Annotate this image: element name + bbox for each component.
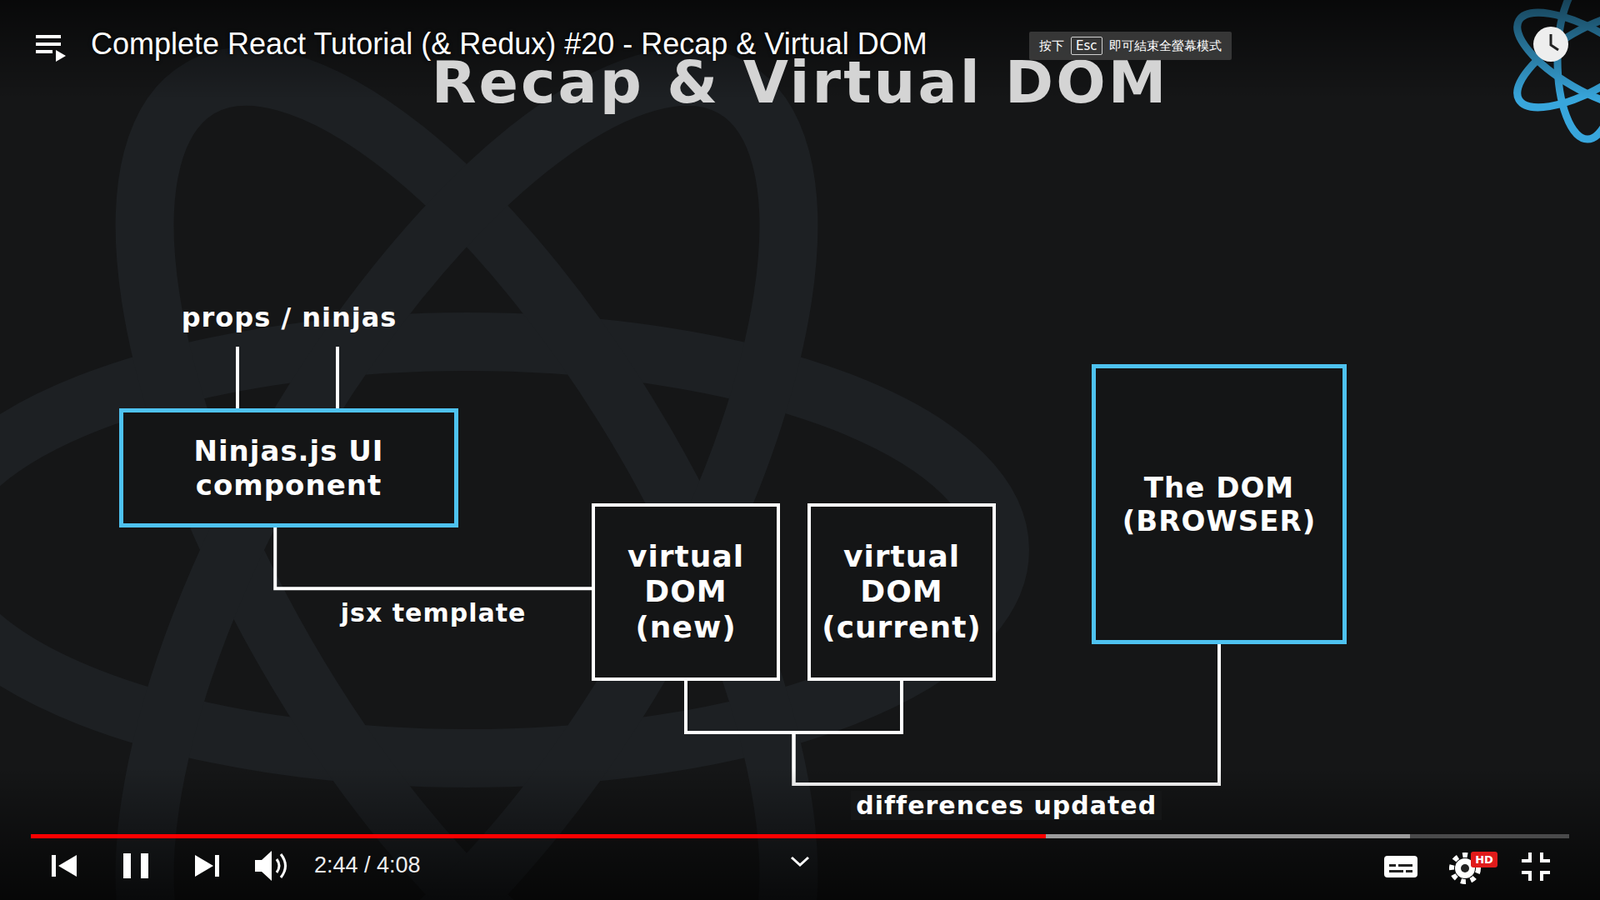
bar (35, 42, 61, 46)
clock-icon (1533, 26, 1569, 62)
node-label: virtual DOM (new) (606, 539, 765, 645)
corner (1541, 852, 1550, 861)
node-label: Ninjas.js UI component (135, 434, 443, 501)
tooltip-key: Esc (1070, 36, 1103, 55)
triangle (58, 855, 77, 877)
props-label: props / ninjas (122, 301, 456, 334)
props-line (335, 346, 340, 409)
exit-fullscreen-icon (1521, 852, 1550, 881)
triangle (55, 50, 66, 62)
cc-box (1384, 855, 1418, 878)
bottom-shade (0, 766, 1600, 900)
progress-buffer (30, 834, 1410, 839)
bar (35, 35, 61, 39)
clock-hands (1550, 34, 1559, 50)
progress-track (30, 834, 1570, 839)
node-label: virtual DOM (current) (821, 539, 982, 645)
subtitles-icon (1384, 855, 1418, 878)
video-title: Complete React Tutorial (& Redux) #20 - … (90, 26, 928, 62)
time-display: 2:44 / 4:08 (314, 852, 421, 879)
orbit (19, 0, 914, 900)
props-line (235, 346, 240, 409)
speaker (255, 850, 272, 881)
corner (1541, 872, 1550, 881)
cc-line (1389, 864, 1396, 867)
next-icon (195, 855, 220, 877)
wave (276, 859, 280, 873)
bar (35, 50, 53, 54)
corner (1521, 872, 1530, 881)
triangle (195, 855, 214, 877)
bar (140, 853, 149, 879)
virtual-dom-box: virtual DOM (new) (591, 503, 780, 681)
bar (215, 855, 220, 877)
orbit (19, 0, 914, 900)
browser-dom-box: The DOM (BROWSER) (1091, 364, 1347, 645)
clock-face (1533, 26, 1569, 62)
component-box: Ninjas.js UI component (119, 408, 459, 528)
edge-label: jsx template (335, 598, 532, 628)
hd-badge (1470, 851, 1498, 868)
bar (51, 855, 56, 877)
react-logo-watermark (0, 0, 1000, 900)
connector (275, 527, 592, 589)
hd-badge-text: HD (1470, 851, 1498, 868)
virtual-dom-box: virtual DOM (current) (807, 503, 996, 681)
volume-icon (255, 850, 286, 881)
tooltip-text: 按下 (1039, 38, 1065, 55)
wave (280, 854, 286, 878)
cc-line (1398, 864, 1413, 867)
fullscreen-tooltip: 按下 Esc 即可結束全螢幕模式 (1029, 31, 1232, 60)
pause-icon (123, 853, 149, 879)
edge-label: differences updated (850, 790, 1162, 820)
corner (1521, 852, 1530, 861)
progress-played (30, 834, 1046, 839)
chevron-icon (791, 857, 809, 865)
settings-icon (1451, 851, 1498, 882)
node-label: The DOM (BROWSER) (1107, 470, 1331, 538)
previous-icon (51, 855, 77, 877)
gear-hole (1460, 864, 1470, 873)
cc-line (1389, 870, 1404, 873)
playlist-icon (35, 35, 66, 62)
tooltip-text: 即可結束全螢幕模式 (1109, 38, 1222, 55)
bar (123, 853, 131, 879)
cc-line (1405, 870, 1413, 873)
